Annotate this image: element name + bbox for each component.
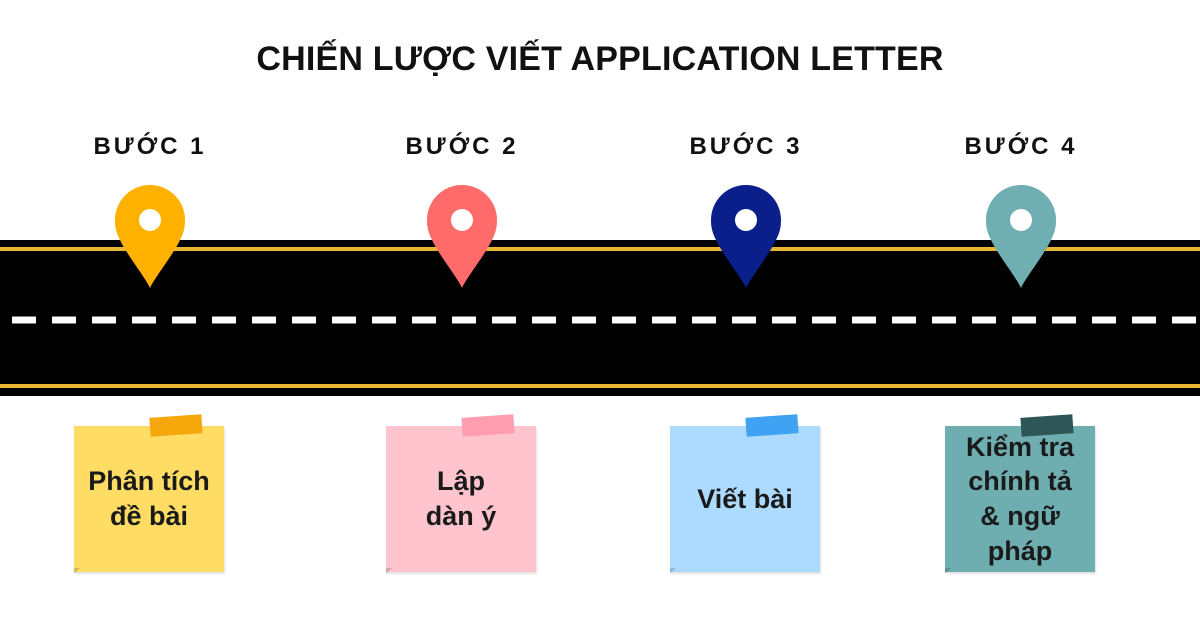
tape [745,414,799,437]
step-2-label: BƯỚC 2 [405,133,519,160]
road-asphalt [0,240,1200,396]
road-edge-line-bottom [0,384,1200,388]
tape [149,414,203,437]
step-1-text: Phân tích đề bài [88,466,210,531]
step-1: BƯỚC 1 Phân tích đề bài [40,0,260,628]
step-4-note: Kiểm tra chính tả & ngữ pháp [945,414,1095,572]
pin-body [427,185,497,288]
step-1-label: BƯỚC 1 [93,133,207,160]
step-2-text: Lập dàn ý [425,466,497,531]
pin-body [711,185,781,288]
step-4-text: Kiểm tra chính tả & ngữ pháp [965,431,1075,566]
step-2: BƯỚC 2 Lập dàn ý [352,0,572,628]
step-3-text: Viết bài [697,483,793,514]
step-3: BƯỚC 3 Viết bài [636,0,856,628]
page-title: CHIẾN LƯỢC VIẾT APPLICATION LETTER [256,40,944,78]
map-pin-icon [115,185,185,288]
step-2-note: Lập dàn ý [386,414,536,572]
map-pin-icon [427,185,497,288]
step-3-note: Viết bài [670,414,820,572]
step-1-note: Phân tích đề bài [74,414,224,572]
step-3-label: BƯỚC 3 [689,133,803,160]
step-4-label: BƯỚC 4 [964,133,1078,160]
pin-hole [451,209,473,231]
map-pin-icon [986,185,1056,288]
tape [1020,414,1074,437]
map-pin-icon [711,185,781,288]
road [0,240,1200,396]
road-edge-line-top [0,247,1200,251]
pin-hole [1010,209,1032,231]
pin-body [986,185,1056,288]
step-4: BƯỚC 4 Kiểm tra chính tả & ngữ pháp [911,0,1131,628]
pin-hole [139,209,161,231]
pin-hole [735,209,757,231]
tape [461,414,515,437]
pin-body [115,185,185,288]
